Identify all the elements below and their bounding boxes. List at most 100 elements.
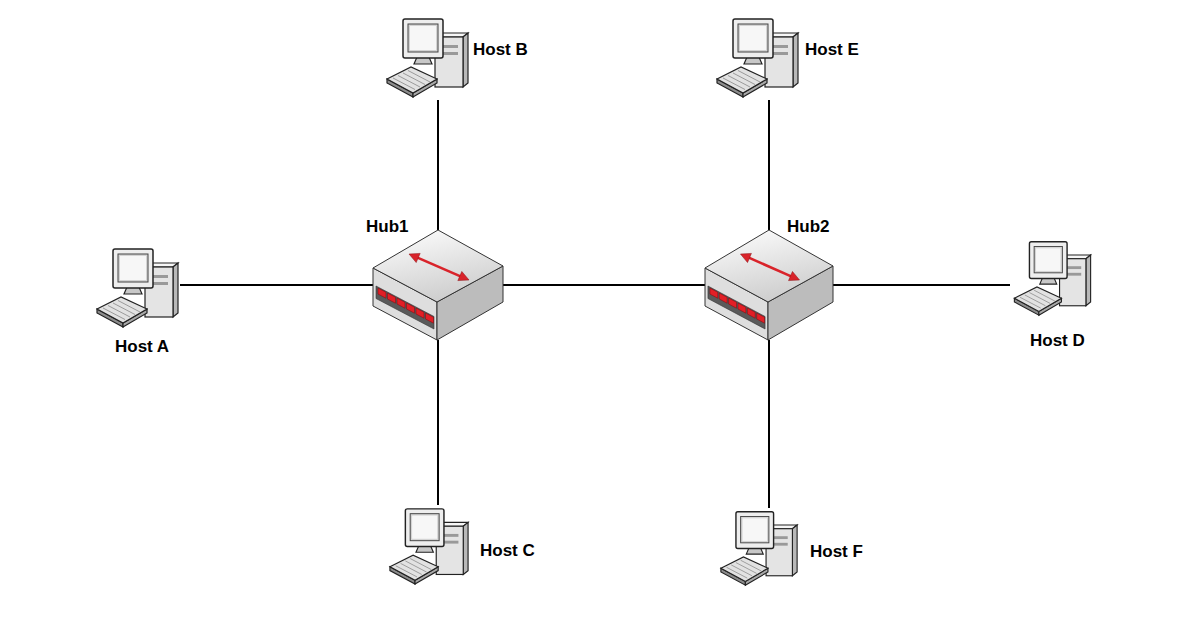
hub-port: [710, 288, 718, 298]
hub-arrow-head: [789, 271, 800, 280]
hub-symbol: [705, 230, 833, 340]
key-row: [118, 301, 140, 313]
key-row: [410, 559, 431, 570]
key-row: [396, 566, 417, 577]
key-row: [1025, 295, 1046, 306]
computer-icon: [388, 505, 470, 587]
monitor-screen: [408, 24, 438, 52]
key-row: [741, 560, 762, 571]
hub-icon: [705, 230, 833, 340]
key-row: [731, 565, 752, 576]
hub-label: Hub1: [366, 217, 409, 237]
host-label: Host B: [473, 40, 528, 60]
screen-glare: [412, 516, 437, 539]
computer-symbol: [97, 249, 178, 327]
monitor-screen: [118, 254, 148, 282]
keyboard-top: [1014, 287, 1061, 311]
host-computer: Host A: [95, 245, 180, 330]
port-strip: [376, 286, 434, 329]
key-row: [103, 308, 125, 320]
host-computer: Host E: [715, 15, 800, 100]
monitor-frame: [736, 512, 774, 549]
tower-side: [792, 525, 797, 576]
host-computer: Host D: [1010, 238, 1095, 318]
network-cable: [768, 100, 770, 230]
hub-port: [729, 298, 737, 308]
tower-side: [173, 263, 178, 317]
keyboard-top: [97, 297, 147, 323]
key-row: [738, 71, 760, 83]
computer-symbol: [390, 509, 468, 584]
hub-port: [407, 303, 415, 313]
host-label: Host F: [810, 542, 863, 562]
monitor-frame: [733, 19, 773, 58]
computer-icon: [385, 15, 470, 100]
hub-arrow-head: [409, 253, 420, 262]
keyboard-top: [387, 67, 437, 93]
key-row: [733, 73, 755, 85]
monitor-screen: [741, 516, 769, 542]
network-cable: [437, 340, 439, 505]
key-row: [1034, 290, 1055, 301]
screen-glare: [410, 26, 436, 50]
screen-glare: [1036, 248, 1060, 271]
keyboard-top: [717, 67, 767, 93]
network-cable: [768, 340, 770, 508]
hub-port: [416, 308, 424, 318]
computer-symbol: [387, 19, 468, 97]
tower-side: [1086, 255, 1091, 306]
host-label: Host C: [480, 541, 535, 561]
key-row: [408, 71, 430, 83]
monitor-frame: [113, 249, 153, 288]
monitor-frame: [405, 509, 444, 547]
tower-side: [793, 33, 798, 87]
hub-arrow-shaft: [416, 257, 461, 277]
tower-side: [463, 33, 468, 87]
monitor-screen: [1034, 246, 1062, 272]
host-computer: Host F: [718, 508, 800, 588]
network-cable: [833, 284, 1010, 286]
key-row: [401, 563, 422, 574]
key-row: [728, 76, 750, 88]
computer-symbol: [721, 512, 797, 585]
screen-glare: [120, 256, 146, 280]
hub-label: Hub2: [787, 217, 830, 237]
network-cable: [503, 284, 705, 286]
key-row: [727, 567, 748, 578]
hub-arrow-head: [740, 253, 751, 262]
hub-symbol: [373, 230, 503, 340]
hub-icon: [373, 230, 503, 340]
hub-top-face: [373, 230, 503, 302]
key-row: [1020, 297, 1041, 308]
host-label: Host E: [805, 40, 859, 60]
host-computer: Host C: [388, 505, 470, 587]
monitor-frame: [403, 19, 443, 58]
screen-glare: [743, 518, 767, 541]
network-cable: [437, 100, 439, 230]
hub-device: Hub1: [373, 230, 503, 340]
hub-port: [719, 293, 727, 303]
host-computer: Host B: [385, 15, 470, 100]
computer-icon: [715, 15, 800, 100]
hub-port: [388, 293, 396, 303]
hub-device: Hub2: [705, 230, 833, 340]
network-cable: [180, 284, 373, 286]
keyboard-top: [721, 557, 768, 581]
monitor-screen: [410, 514, 439, 541]
key-row: [736, 563, 757, 574]
key-row: [723, 78, 745, 90]
computer-symbol: [717, 19, 798, 97]
key-row: [403, 73, 425, 85]
host-label: Host A: [115, 337, 169, 357]
monitor-screen: [738, 24, 768, 52]
hub-port: [397, 298, 405, 308]
screen-glare: [740, 26, 766, 50]
key-row: [405, 561, 426, 572]
host-label: Host D: [1030, 331, 1085, 351]
hub-port: [378, 288, 386, 298]
hub-arrow-head: [458, 271, 469, 280]
key-row: [113, 303, 135, 315]
hub-port: [747, 308, 755, 318]
